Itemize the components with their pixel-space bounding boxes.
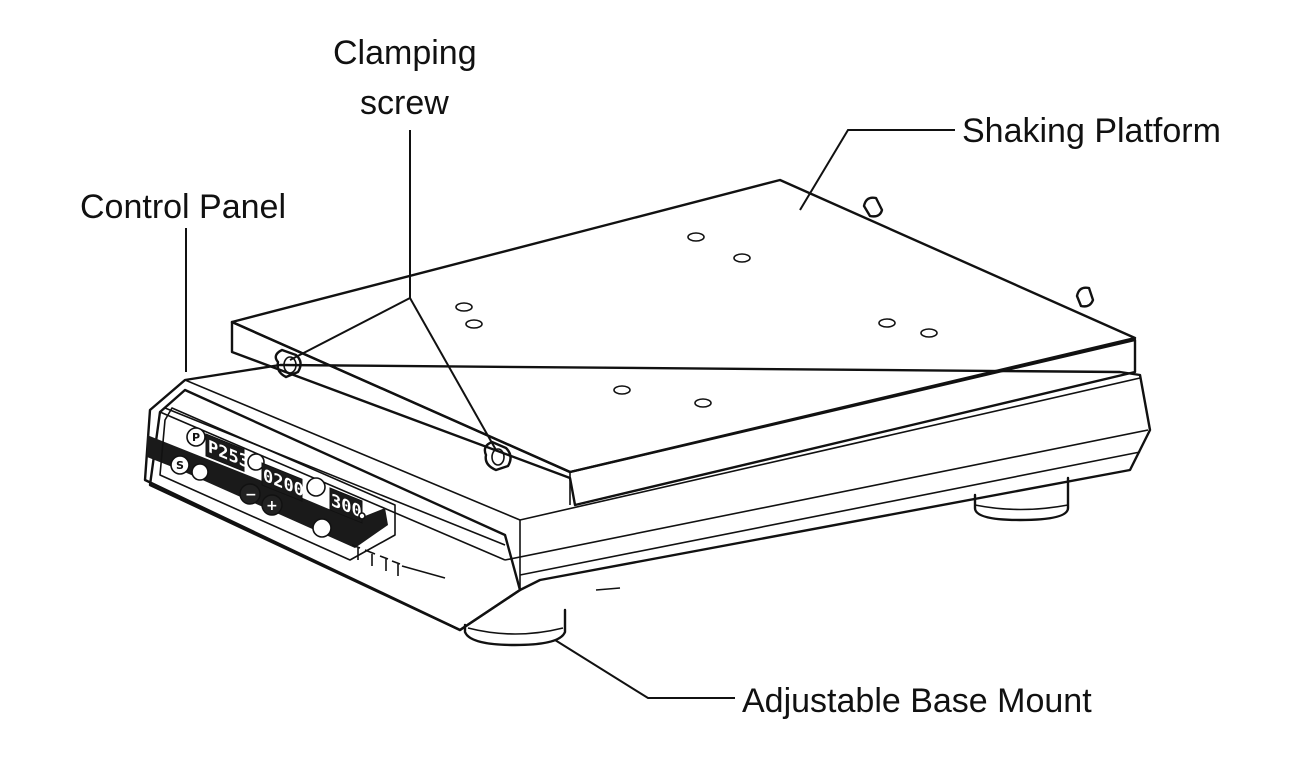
program-button-label: P	[192, 431, 200, 444]
label-control-panel: Control Panel	[80, 188, 286, 226]
base-mount-front-left	[463, 608, 567, 647]
start-button-label: S	[176, 459, 184, 472]
label-clamping-screw-line1: Clamping	[333, 34, 477, 72]
aux-button-3[interactable]	[306, 477, 326, 497]
brand-logo	[351, 544, 446, 579]
clamping-screw-rear-2	[1075, 286, 1095, 308]
aux-button-4[interactable]	[312, 518, 332, 538]
program-button[interactable]: P	[186, 427, 206, 447]
base-mount-rear-right	[973, 476, 1070, 522]
minus-button-label: −	[245, 487, 257, 503]
start-button[interactable]: S	[170, 455, 190, 475]
control-panel	[147, 388, 522, 632]
label-shaking-platform: Shaking Platform	[962, 112, 1221, 150]
clamping-screw-right	[483, 440, 512, 472]
clamping-screw-rear-1	[862, 196, 884, 218]
aux-button-2[interactable]	[247, 453, 265, 471]
label-adjustable-base-mount: Adjustable Base Mount	[742, 682, 1092, 720]
plus-button-label: +	[266, 498, 278, 514]
panel-dark-band	[147, 435, 388, 548]
minus-button[interactable]: −	[239, 483, 261, 505]
plus-button[interactable]: +	[261, 494, 283, 516]
leader-lines	[185, 129, 955, 699]
clamping-screw-left	[274, 348, 302, 379]
platform-holes	[455, 232, 938, 408]
label-clamping-screw-line2: screw	[360, 84, 449, 122]
indicator-light	[358, 512, 366, 520]
aux-button-1[interactable]	[191, 463, 209, 481]
